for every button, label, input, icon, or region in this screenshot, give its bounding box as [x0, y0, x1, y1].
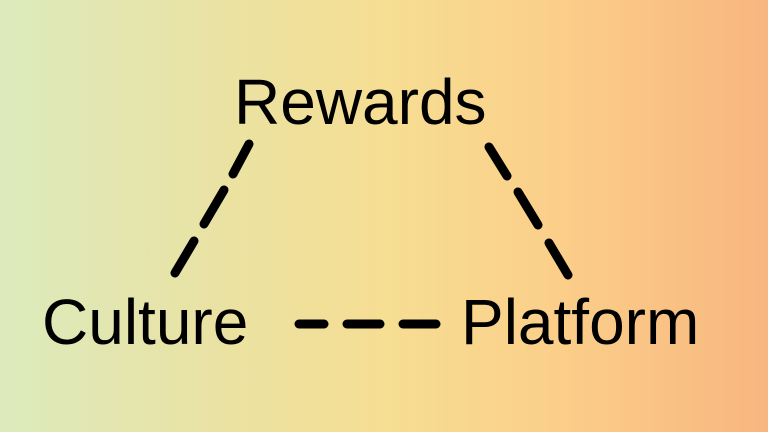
node-platform: Platform [461, 286, 700, 358]
dash-segment [228, 139, 254, 179]
dash-segment [544, 238, 573, 280]
dash-segment [513, 187, 543, 230]
dash-segment [199, 185, 229, 229]
node-rewards: Rewards [234, 66, 487, 138]
edge-rewards-culture [170, 139, 254, 278]
dash-segment [484, 142, 512, 181]
dash-segment [170, 236, 199, 278]
edge-rewards-platform [484, 142, 573, 280]
node-culture: Culture [42, 286, 249, 358]
